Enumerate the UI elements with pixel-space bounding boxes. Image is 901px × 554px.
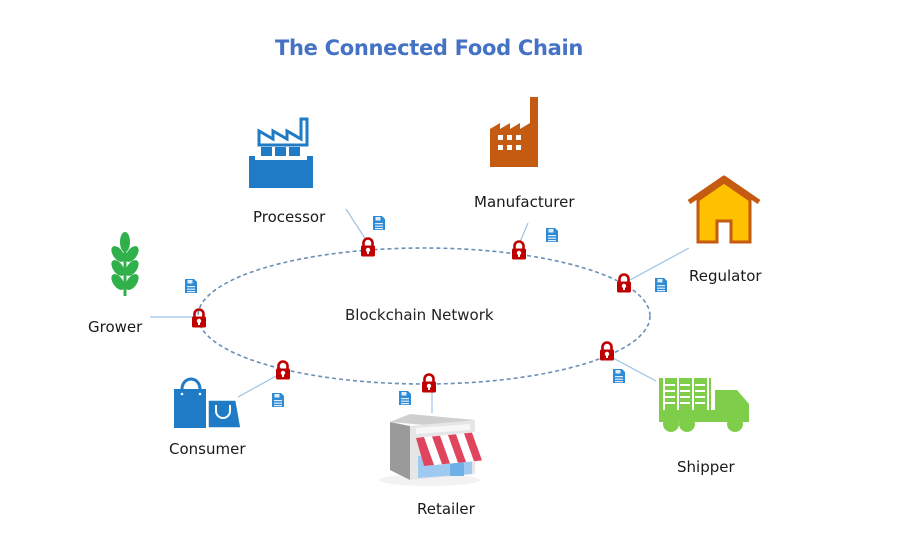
node-label-grower: Grower (88, 318, 143, 336)
document-icon (546, 228, 558, 242)
node-label-shipper: Shipper (677, 458, 735, 476)
shopping-bags-icon (174, 377, 242, 429)
connector-regulator (629, 247, 690, 281)
document-icon (399, 391, 411, 405)
connector-shipper (612, 357, 657, 382)
padlock-icon (420, 373, 438, 394)
node-label-retailer: Retailer (417, 500, 475, 518)
padlock-icon (510, 240, 528, 261)
node-label-processor: Processor (253, 208, 326, 226)
diagram-title: The Connected Food Chain (274, 36, 584, 60)
document-icon (272, 393, 284, 407)
document-icon (373, 216, 385, 230)
connectors (150, 208, 690, 413)
node-label-consumer: Consumer (169, 440, 246, 458)
network-label: Blockchain Network (345, 306, 494, 324)
house-icon (687, 175, 761, 244)
document-icon (185, 279, 197, 293)
factory-icon (249, 117, 313, 188)
node-label-manufacturer: Manufacturer (474, 193, 575, 211)
truck-icon (659, 378, 749, 432)
document-icon (655, 278, 667, 292)
wheat-icon (111, 232, 139, 296)
connector-manufacturer (519, 222, 529, 243)
document-icon (613, 369, 625, 383)
industrial-plant-icon (490, 97, 538, 167)
node-label-regulator: Regulator (689, 267, 762, 285)
padlock-icon (274, 360, 292, 381)
padlock-icon (359, 237, 377, 258)
connector-processor (345, 208, 367, 241)
connector-consumer (237, 374, 279, 398)
padlock-icon (615, 273, 633, 294)
padlock-icon (598, 341, 616, 362)
storefront-icon (380, 414, 488, 486)
